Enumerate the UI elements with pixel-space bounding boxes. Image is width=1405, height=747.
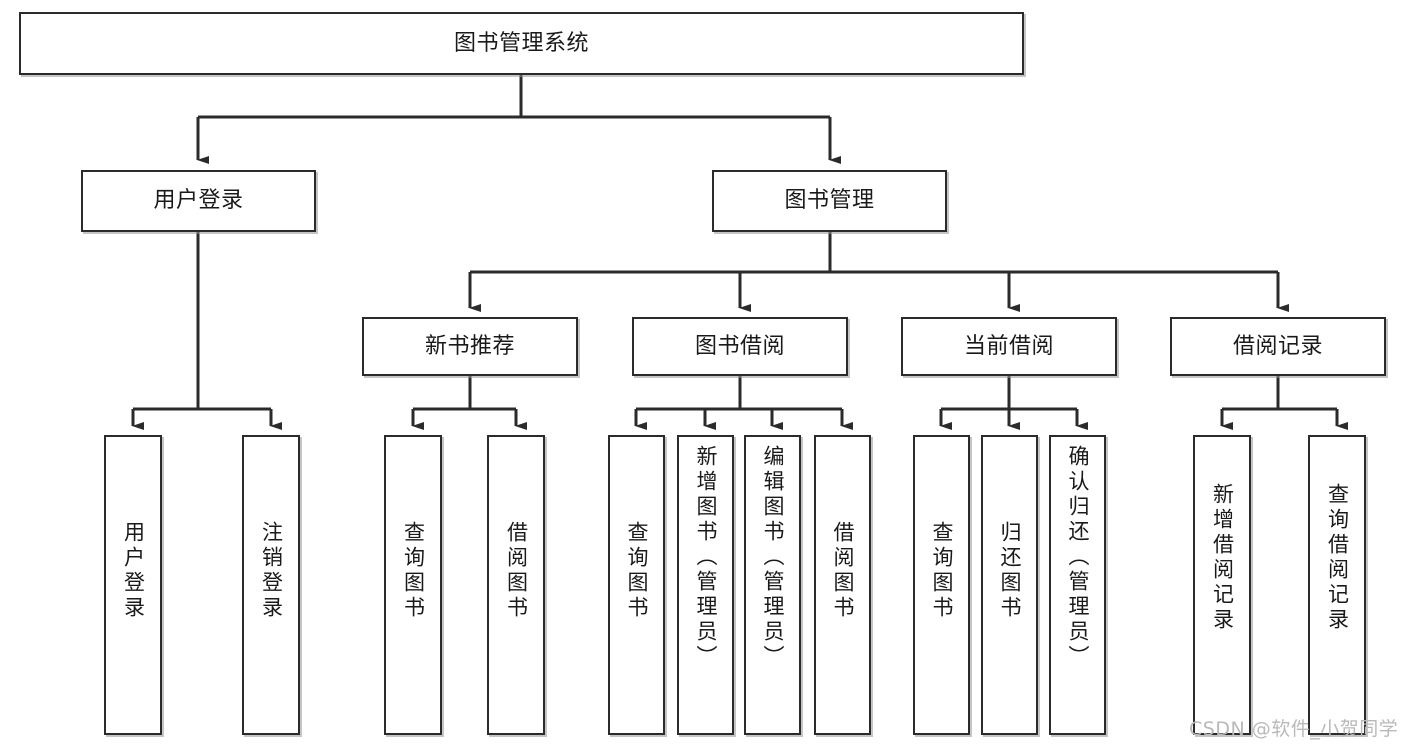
node-label: 借阅记录 <box>1232 333 1323 359</box>
leaf-add-book-admin[interactable]: 新增图书（管理员） <box>677 435 734 735</box>
node-label: 用户登录 <box>153 188 244 214</box>
node-label: 新书推荐 <box>424 333 515 359</box>
leaf-confirm-return-admin[interactable]: 确认归还（管理员） <box>1049 435 1106 735</box>
leaf-user-login[interactable]: 用户登录 <box>104 435 162 735</box>
node-label: 图书借阅 <box>694 333 785 359</box>
node-label: 注销登录 <box>259 521 284 621</box>
node-user-login[interactable]: 用户登录 <box>81 170 316 232</box>
node-label: 编辑图书（管理员） <box>761 445 785 670</box>
node-current-borrow[interactable]: 当前借阅 <box>901 317 1117 376</box>
watermark-text: CSDN @软件_小贺同学 <box>1189 718 1399 740</box>
node-label: 归还图书 <box>998 521 1022 621</box>
node-label: 查询借阅记录 <box>1325 483 1350 633</box>
node-label: 新增借阅记录 <box>1210 483 1235 633</box>
leaf-logout[interactable]: 注销登录 <box>242 435 300 735</box>
node-label: 借阅图书 <box>831 521 855 621</box>
leaf-borrow-book-borrow[interactable]: 借阅图书 <box>814 435 871 735</box>
node-book-borrow[interactable]: 图书借阅 <box>632 317 848 376</box>
node-label: 新增图书（管理员） <box>694 445 718 670</box>
leaf-query-book-rec[interactable]: 查询图书 <box>384 435 442 735</box>
leaf-return-book[interactable]: 归还图书 <box>981 435 1038 735</box>
node-label: 借阅图书 <box>504 521 529 621</box>
node-label: 确认归还（管理员） <box>1066 445 1090 670</box>
node-label: 查询图书 <box>401 521 426 621</box>
node-label: 图书管理系统 <box>453 30 589 56</box>
leaf-borrow-book-rec[interactable]: 借阅图书 <box>487 435 545 735</box>
leaf-query-book-current[interactable]: 查询图书 <box>913 435 970 735</box>
node-book-management[interactable]: 图书管理 <box>712 170 947 232</box>
leaf-query-borrow-record[interactable]: 查询借阅记录 <box>1308 435 1366 735</box>
node-label: 用户登录 <box>121 521 146 621</box>
node-borrow-record[interactable]: 借阅记录 <box>1170 317 1386 376</box>
leaf-query-book-borrow[interactable]: 查询图书 <box>608 435 665 735</box>
node-label: 查询图书 <box>625 521 649 621</box>
leaf-edit-book-admin[interactable]: 编辑图书（管理员） <box>744 435 801 735</box>
node-label: 图书管理 <box>784 188 875 214</box>
leaf-add-borrow-record[interactable]: 新增借阅记录 <box>1193 435 1251 735</box>
node-label: 查询图书 <box>930 521 954 621</box>
node-new-book-recommend[interactable]: 新书推荐 <box>362 317 578 376</box>
node-root-system[interactable]: 图书管理系统 <box>19 12 1024 75</box>
node-label: 当前借阅 <box>963 333 1054 359</box>
